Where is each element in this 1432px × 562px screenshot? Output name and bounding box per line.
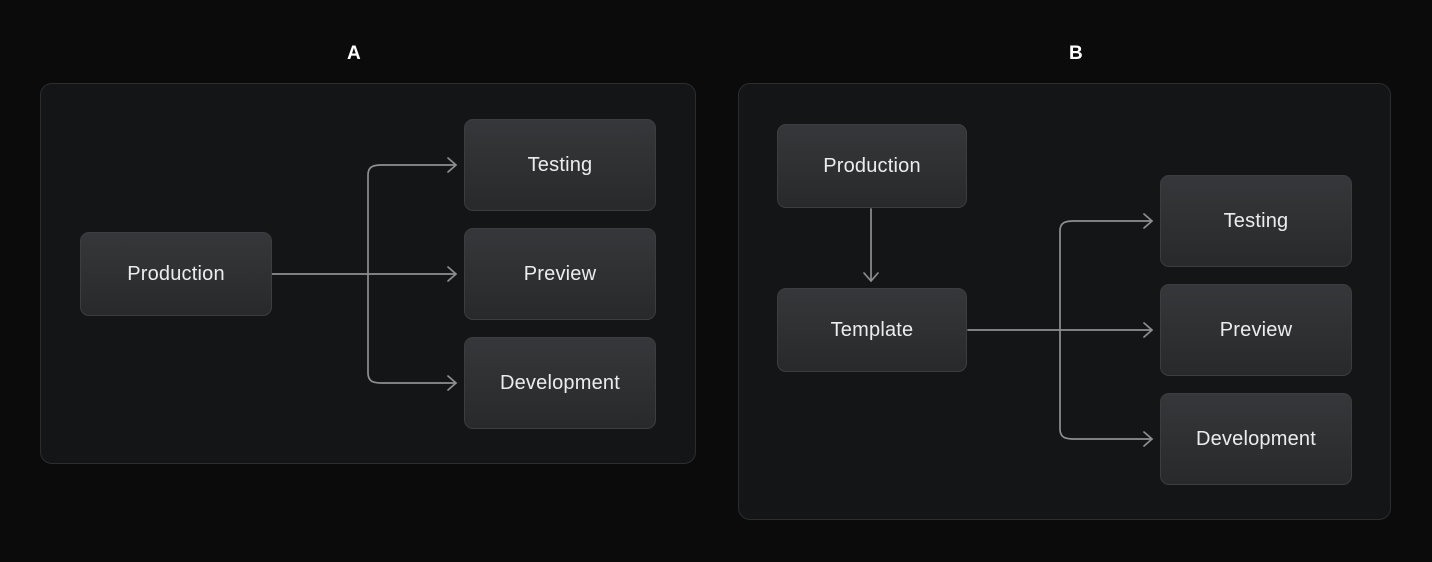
node-development-b-label: Development <box>1195 427 1317 450</box>
node-testing-b-label: Testing <box>1223 209 1289 232</box>
node-preview-b-label: Preview <box>1219 318 1293 341</box>
node-preview-a[interactable]: Preview <box>464 228 656 320</box>
node-development-a[interactable]: Development <box>464 337 656 429</box>
panel-a-label: A <box>346 43 362 64</box>
node-preview-a-label: Preview <box>523 262 597 285</box>
node-production-a-label: Production <box>127 262 225 285</box>
node-production-b-label: Production <box>823 154 921 177</box>
node-development-a-label: Development <box>499 371 621 394</box>
node-preview-b[interactable]: Preview <box>1160 284 1352 376</box>
node-testing-a-label: Testing <box>527 153 593 176</box>
node-testing-b[interactable]: Testing <box>1160 175 1352 267</box>
node-production-b[interactable]: Production <box>777 124 967 208</box>
node-template-b[interactable]: Template <box>777 288 967 372</box>
node-production-a[interactable]: Production <box>80 232 272 316</box>
panel-b-label: B <box>1068 43 1084 64</box>
node-template-b-label: Template <box>830 318 914 341</box>
node-development-b[interactable]: Development <box>1160 393 1352 485</box>
node-testing-a[interactable]: Testing <box>464 119 656 211</box>
